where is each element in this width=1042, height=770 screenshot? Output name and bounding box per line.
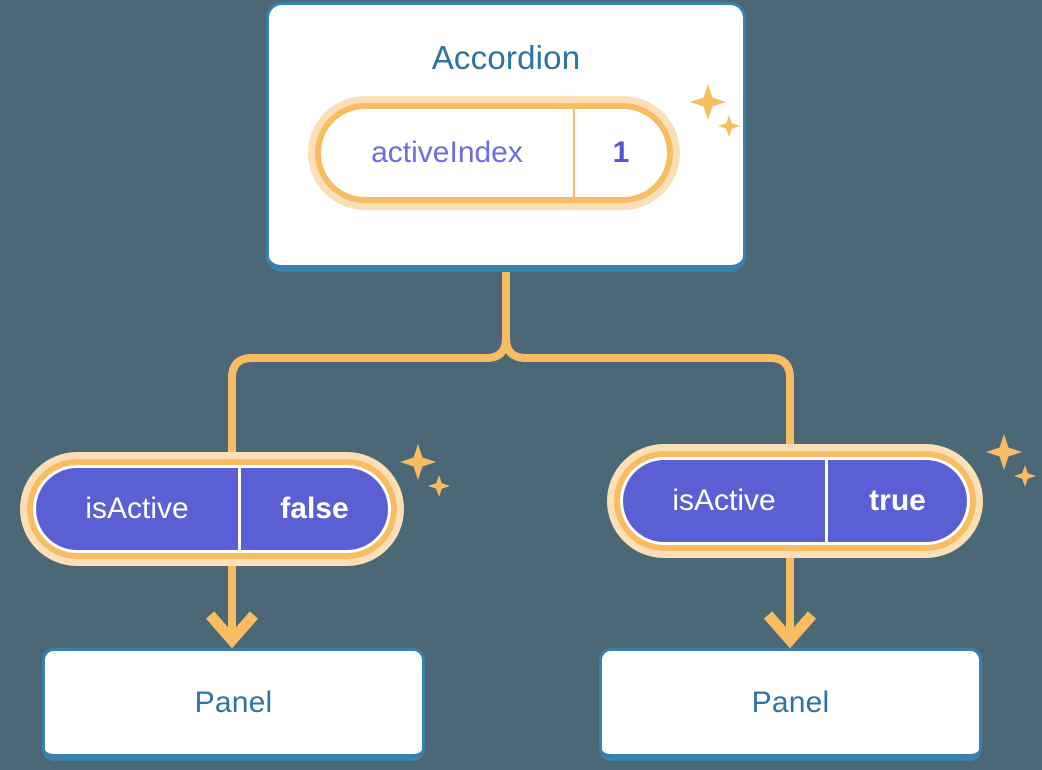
panel-card-title: Panel [194, 685, 273, 719]
pill-body: isActive true [620, 457, 970, 545]
pill-halo: isActive true [607, 444, 983, 558]
state-value-label: 1 [573, 109, 667, 197]
arrow-down-icon-left [205, 588, 259, 649]
prop-value-label: false [238, 468, 388, 550]
panel-card-right[interactable]: Panel [599, 648, 982, 761]
sparkle-four-point-icon [986, 434, 1022, 470]
pill-ring: isActive true [614, 451, 976, 551]
pill-halo: isActive false [20, 452, 404, 566]
pill-ring: isActive false [27, 459, 397, 559]
sparkle-group-true [986, 434, 1036, 487]
prop-value-label: true [825, 460, 967, 542]
sparkle-four-point-icon [400, 444, 436, 480]
sparkle-group-false [400, 444, 450, 497]
accordion-card-title: Accordion [431, 39, 581, 76]
prop-key-label: isActive [672, 484, 776, 517]
pill-body: activeIndex 1 [321, 109, 667, 197]
prop-key-label: isActive [85, 492, 189, 525]
pill-body: isActive false [33, 465, 391, 553]
arrow-down-icon-right [763, 588, 817, 649]
sparkle-four-point-small-icon [428, 475, 450, 497]
panel-card-title: Panel [751, 685, 830, 719]
pill-ring: activeIndex 1 [315, 103, 673, 203]
pill-halo: activeIndex 1 [308, 96, 680, 210]
panel-card-left[interactable]: Panel [42, 648, 425, 761]
state-badge-active-index[interactable]: activeIndex 1 [308, 96, 680, 210]
sparkle-four-point-small-icon [1014, 465, 1036, 487]
prop-badge-is-active-true[interactable]: isActive true [607, 444, 983, 558]
prop-badge-is-active-false[interactable]: isActive false [20, 452, 404, 566]
state-key-label: activeIndex [371, 136, 523, 169]
